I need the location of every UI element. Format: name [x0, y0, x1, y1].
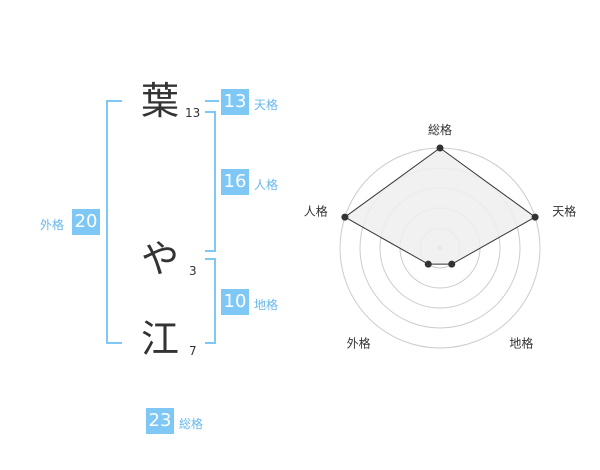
- gaikaku-bracket: [106, 100, 122, 344]
- radar-axis-label: 地格: [509, 335, 533, 350]
- name-char-2-strokes: 3: [189, 264, 197, 278]
- jinkaku-label: 人格: [254, 178, 279, 192]
- name-char-1-strokes: 13: [185, 106, 201, 120]
- radar-polygon: [343, 147, 537, 265]
- soukaku-label: 総格: [179, 417, 204, 431]
- radar-point: [448, 260, 456, 268]
- jinkaku-value: 16: [221, 169, 249, 195]
- radar-point: [531, 213, 539, 221]
- gaikaku-label: 外格: [40, 218, 65, 232]
- radar-axis-label: 外格: [347, 335, 371, 350]
- tenkaku-value: 13: [221, 89, 249, 115]
- radar-axis-label: 人格: [304, 204, 328, 219]
- gaikaku-value: 20: [72, 209, 100, 235]
- name-char-3: 江: [140, 317, 179, 361]
- radar-axis-label: 天格: [552, 204, 576, 219]
- radar-point: [341, 213, 349, 221]
- radar-point: [424, 260, 432, 268]
- chikaku-bracket: [205, 258, 216, 344]
- name-char-1: 葉: [140, 79, 179, 123]
- tenkaku-bracket: [205, 100, 219, 102]
- jinkaku-bracket: [205, 111, 216, 252]
- radar-axis-label: 総格: [428, 122, 452, 137]
- soukaku-value: 23: [146, 408, 174, 434]
- chikaku-label: 地格: [254, 298, 279, 312]
- name-char-3-strokes: 7: [189, 344, 197, 358]
- name-char-2: や: [140, 237, 179, 281]
- chikaku-value: 10: [221, 289, 249, 315]
- radar-point: [436, 144, 444, 152]
- tenkaku-label: 天格: [254, 98, 279, 112]
